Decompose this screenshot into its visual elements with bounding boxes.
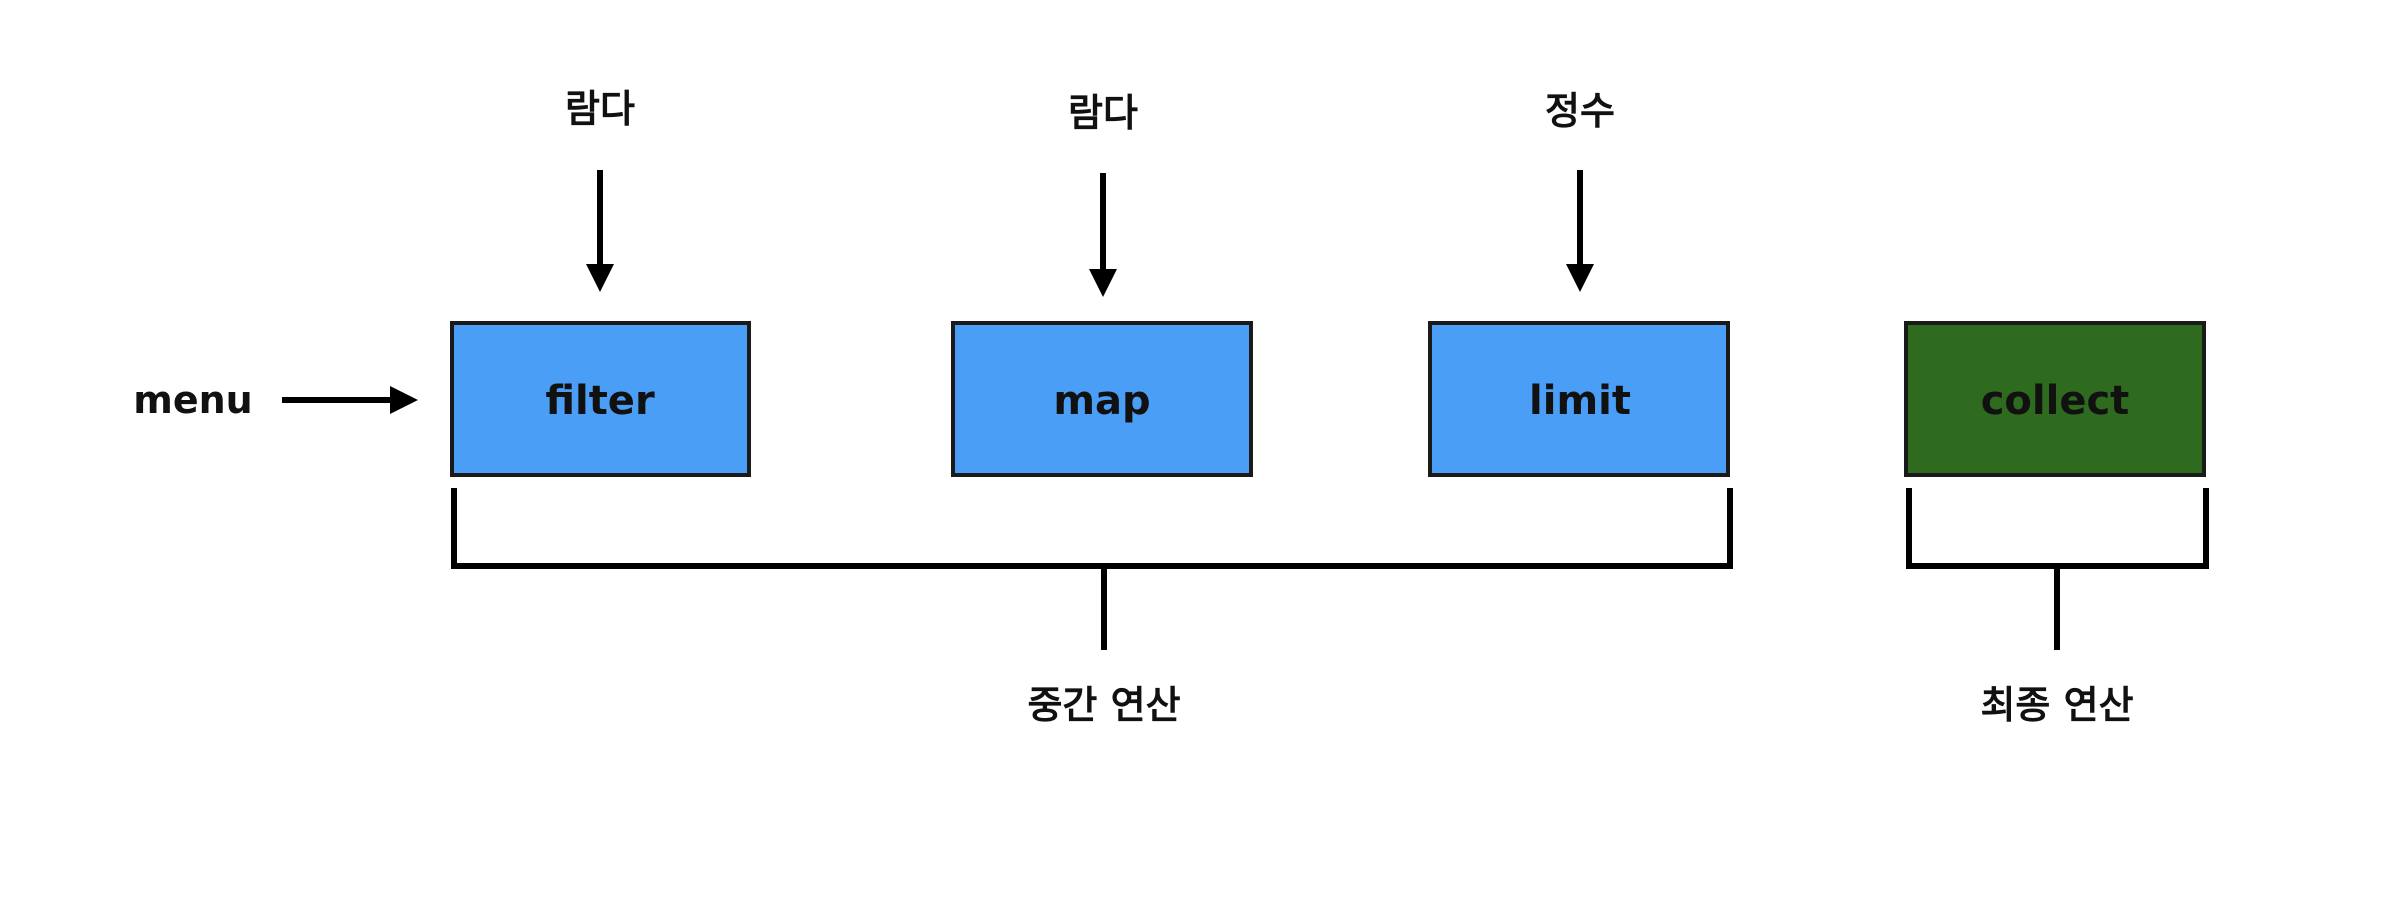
terminal-bracket <box>1906 488 2209 650</box>
map-argument-label: 람다 <box>1068 91 1138 135</box>
input-label: menu <box>133 378 252 422</box>
stage-filter: filter <box>450 321 751 477</box>
stage-map: map <box>951 321 1253 477</box>
filter-label: filter <box>545 378 655 424</box>
limit-argument-label: 정수 <box>1545 89 1615 133</box>
filter-argument-arrow <box>586 170 614 292</box>
map-box <box>951 321 1253 477</box>
limit-argument-arrow <box>1566 170 1594 292</box>
limit-box <box>1428 321 1730 477</box>
stage-limit: limit <box>1428 321 1730 477</box>
intermediate-bracket <box>451 488 1733 650</box>
filter-argument-label: 람다 <box>565 87 635 131</box>
collect-box <box>1904 321 2206 477</box>
intermediate-operations-label: 중간 연산 <box>1027 683 1180 727</box>
filter-box <box>450 321 751 477</box>
map-label: map <box>1053 378 1150 424</box>
terminal-operation-label: 최종 연산 <box>1980 683 2133 727</box>
input-arrow <box>282 386 418 414</box>
collect-label: collect <box>1981 378 2130 424</box>
map-argument-arrow <box>1089 173 1117 297</box>
limit-label: limit <box>1529 378 1631 424</box>
stage-collect: collect <box>1904 321 2206 477</box>
